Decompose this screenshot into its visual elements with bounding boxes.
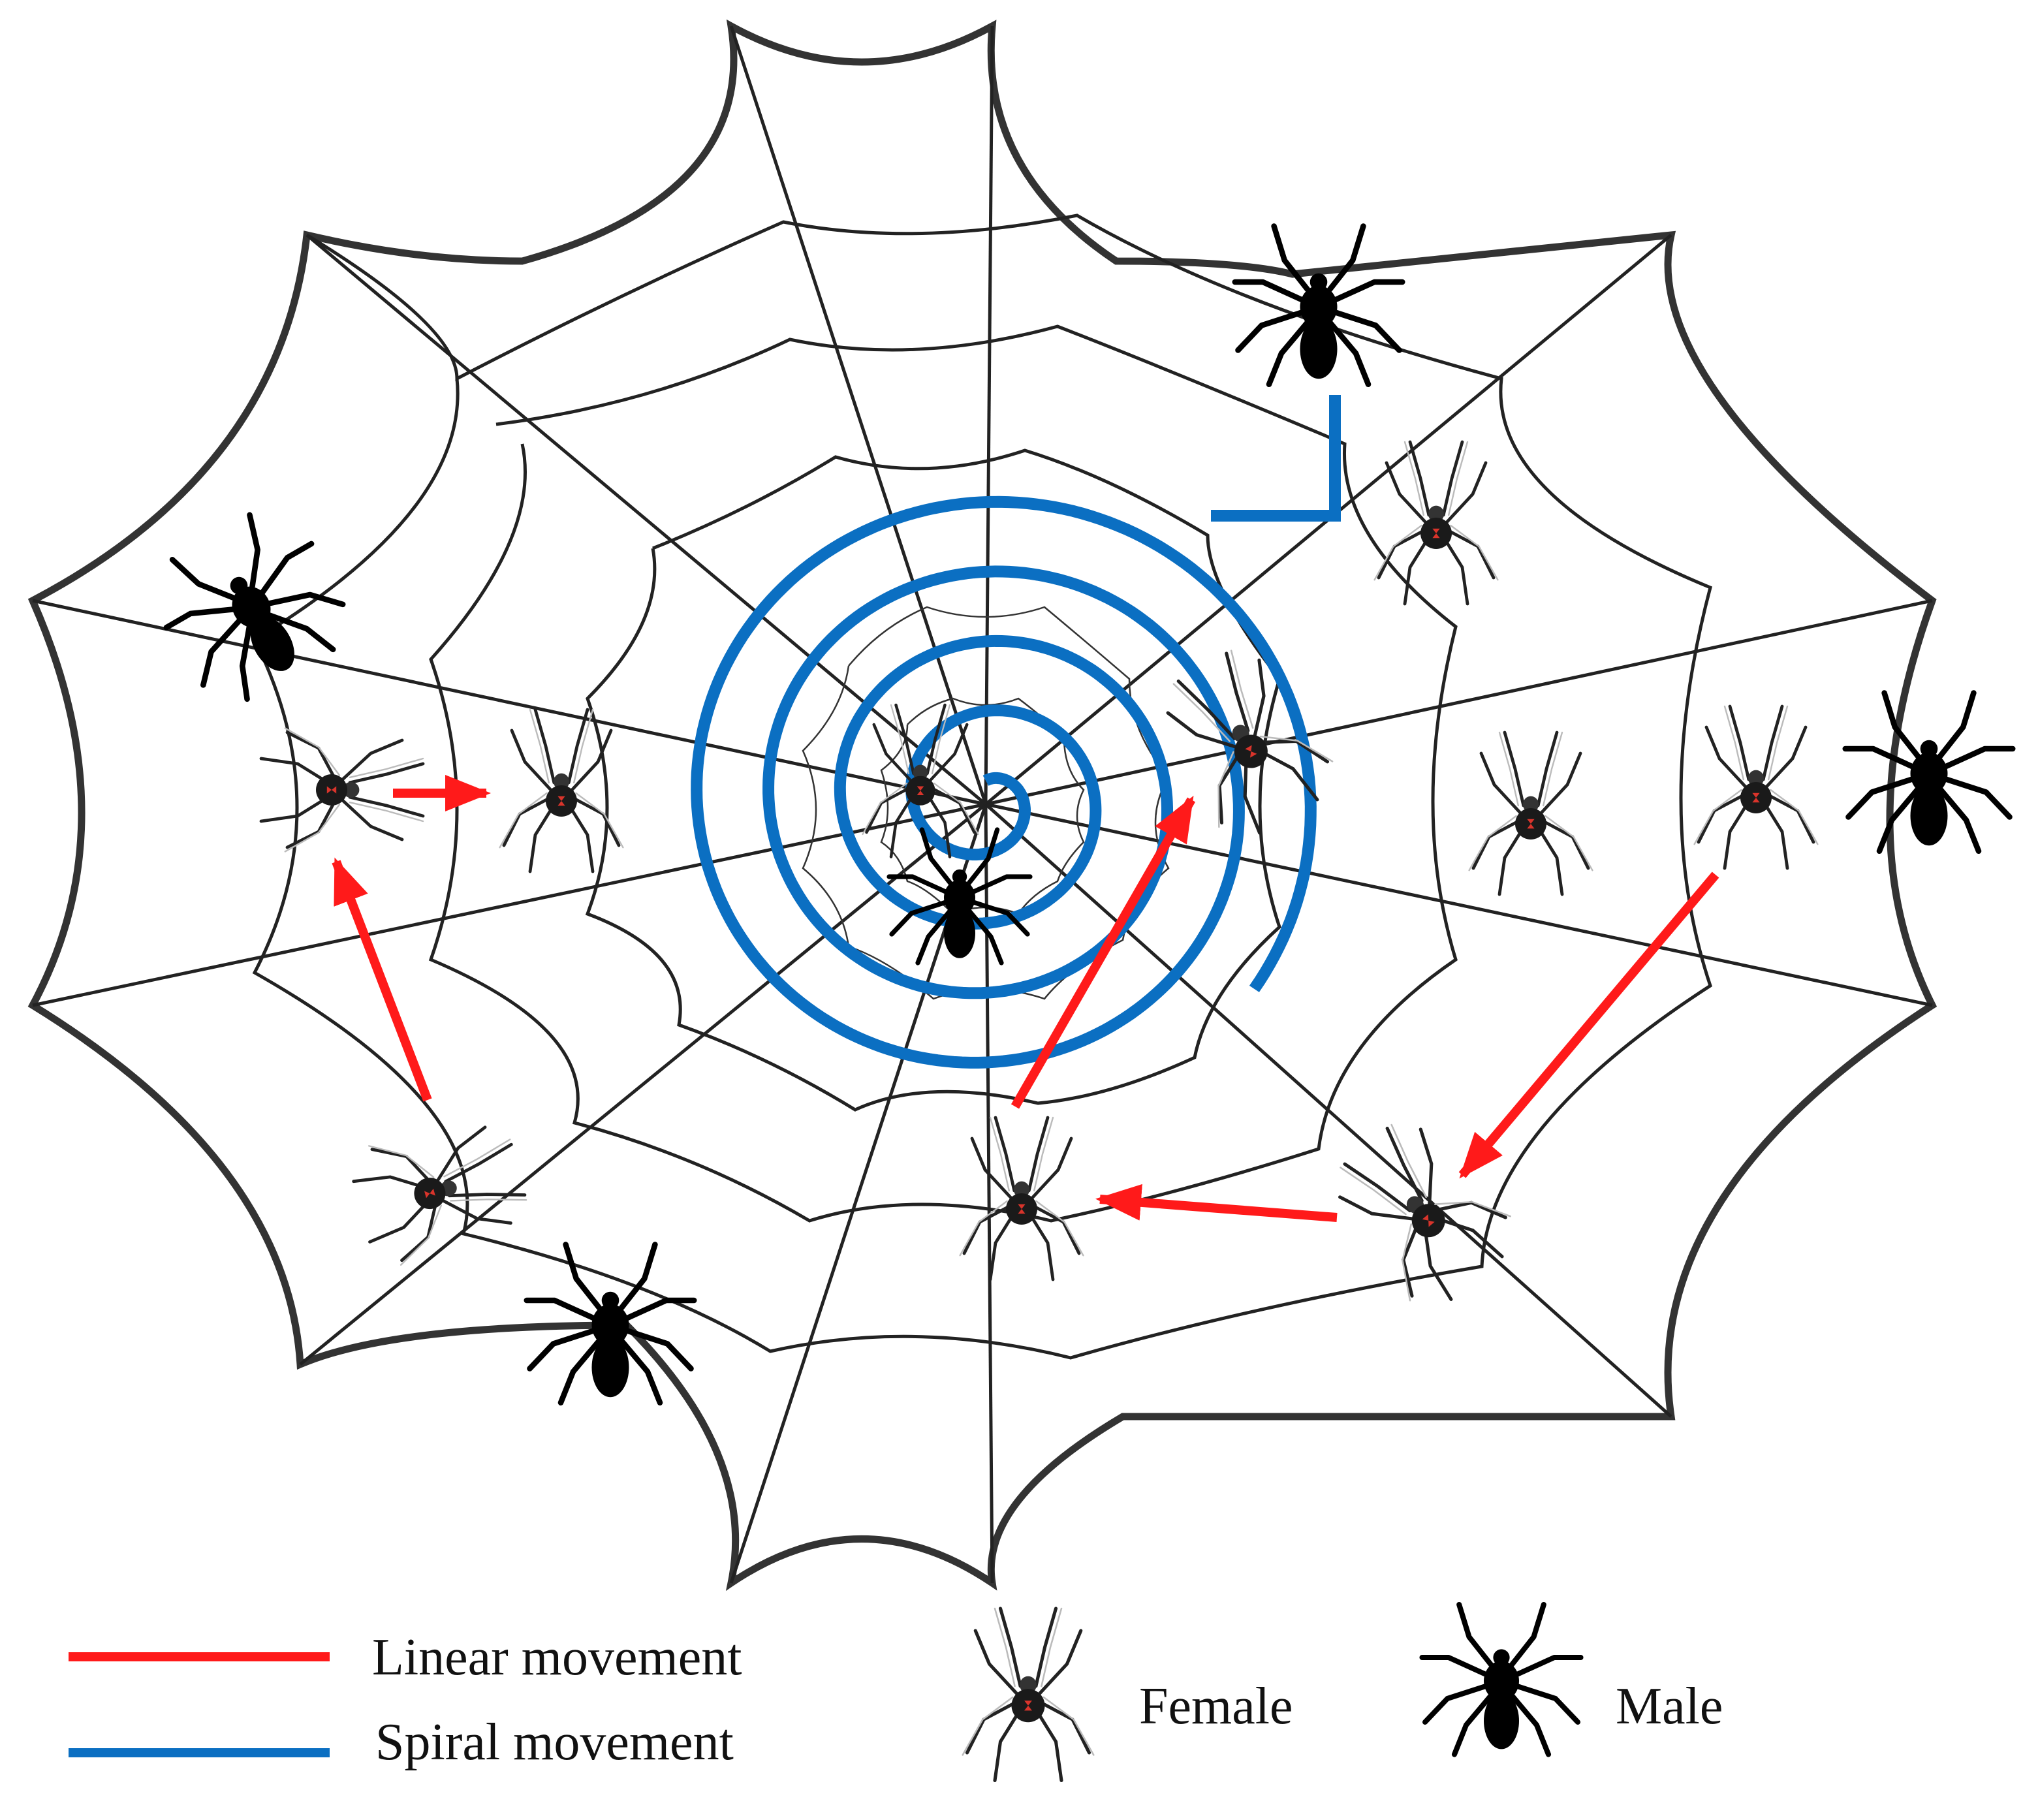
female-spider-icon <box>1695 706 1818 868</box>
web-hub-threads <box>802 606 1170 1000</box>
linear-arrow <box>332 857 432 1102</box>
spiders <box>138 227 2013 1403</box>
female-spider-icon <box>963 1608 1094 1781</box>
male-spider-icon <box>138 495 362 716</box>
male-spider-icon <box>1235 227 1403 384</box>
female-spider-icon <box>346 1110 534 1272</box>
female-spider-icon <box>960 1118 1084 1279</box>
spiral-entry-arrow <box>1211 395 1341 522</box>
legend-linear-label: Linear movement <box>372 1629 742 1686</box>
legend-female-label: Female <box>1139 1678 1293 1735</box>
male-spider-icon <box>1422 1605 1581 1755</box>
linear-arrow <box>1095 1184 1338 1222</box>
legend-male-label: Male <box>1616 1678 1723 1735</box>
linear-movement-arrows <box>332 775 1719 1222</box>
linear-arrow <box>1011 795 1196 1109</box>
legend-spiral-label: Spiral movement <box>375 1714 734 1771</box>
spider-web <box>27 19 1937 1592</box>
web-capture-threads <box>252 213 1712 1360</box>
male-spider-icon <box>1845 693 2013 851</box>
female-spider-icon <box>1469 732 1593 894</box>
spiral-movement-path <box>691 395 1341 1069</box>
linear-arrow <box>1458 871 1719 1179</box>
web-spokes <box>32 25 1933 1584</box>
legend: Linear movement Spiral movement Female M… <box>69 1605 1723 1781</box>
